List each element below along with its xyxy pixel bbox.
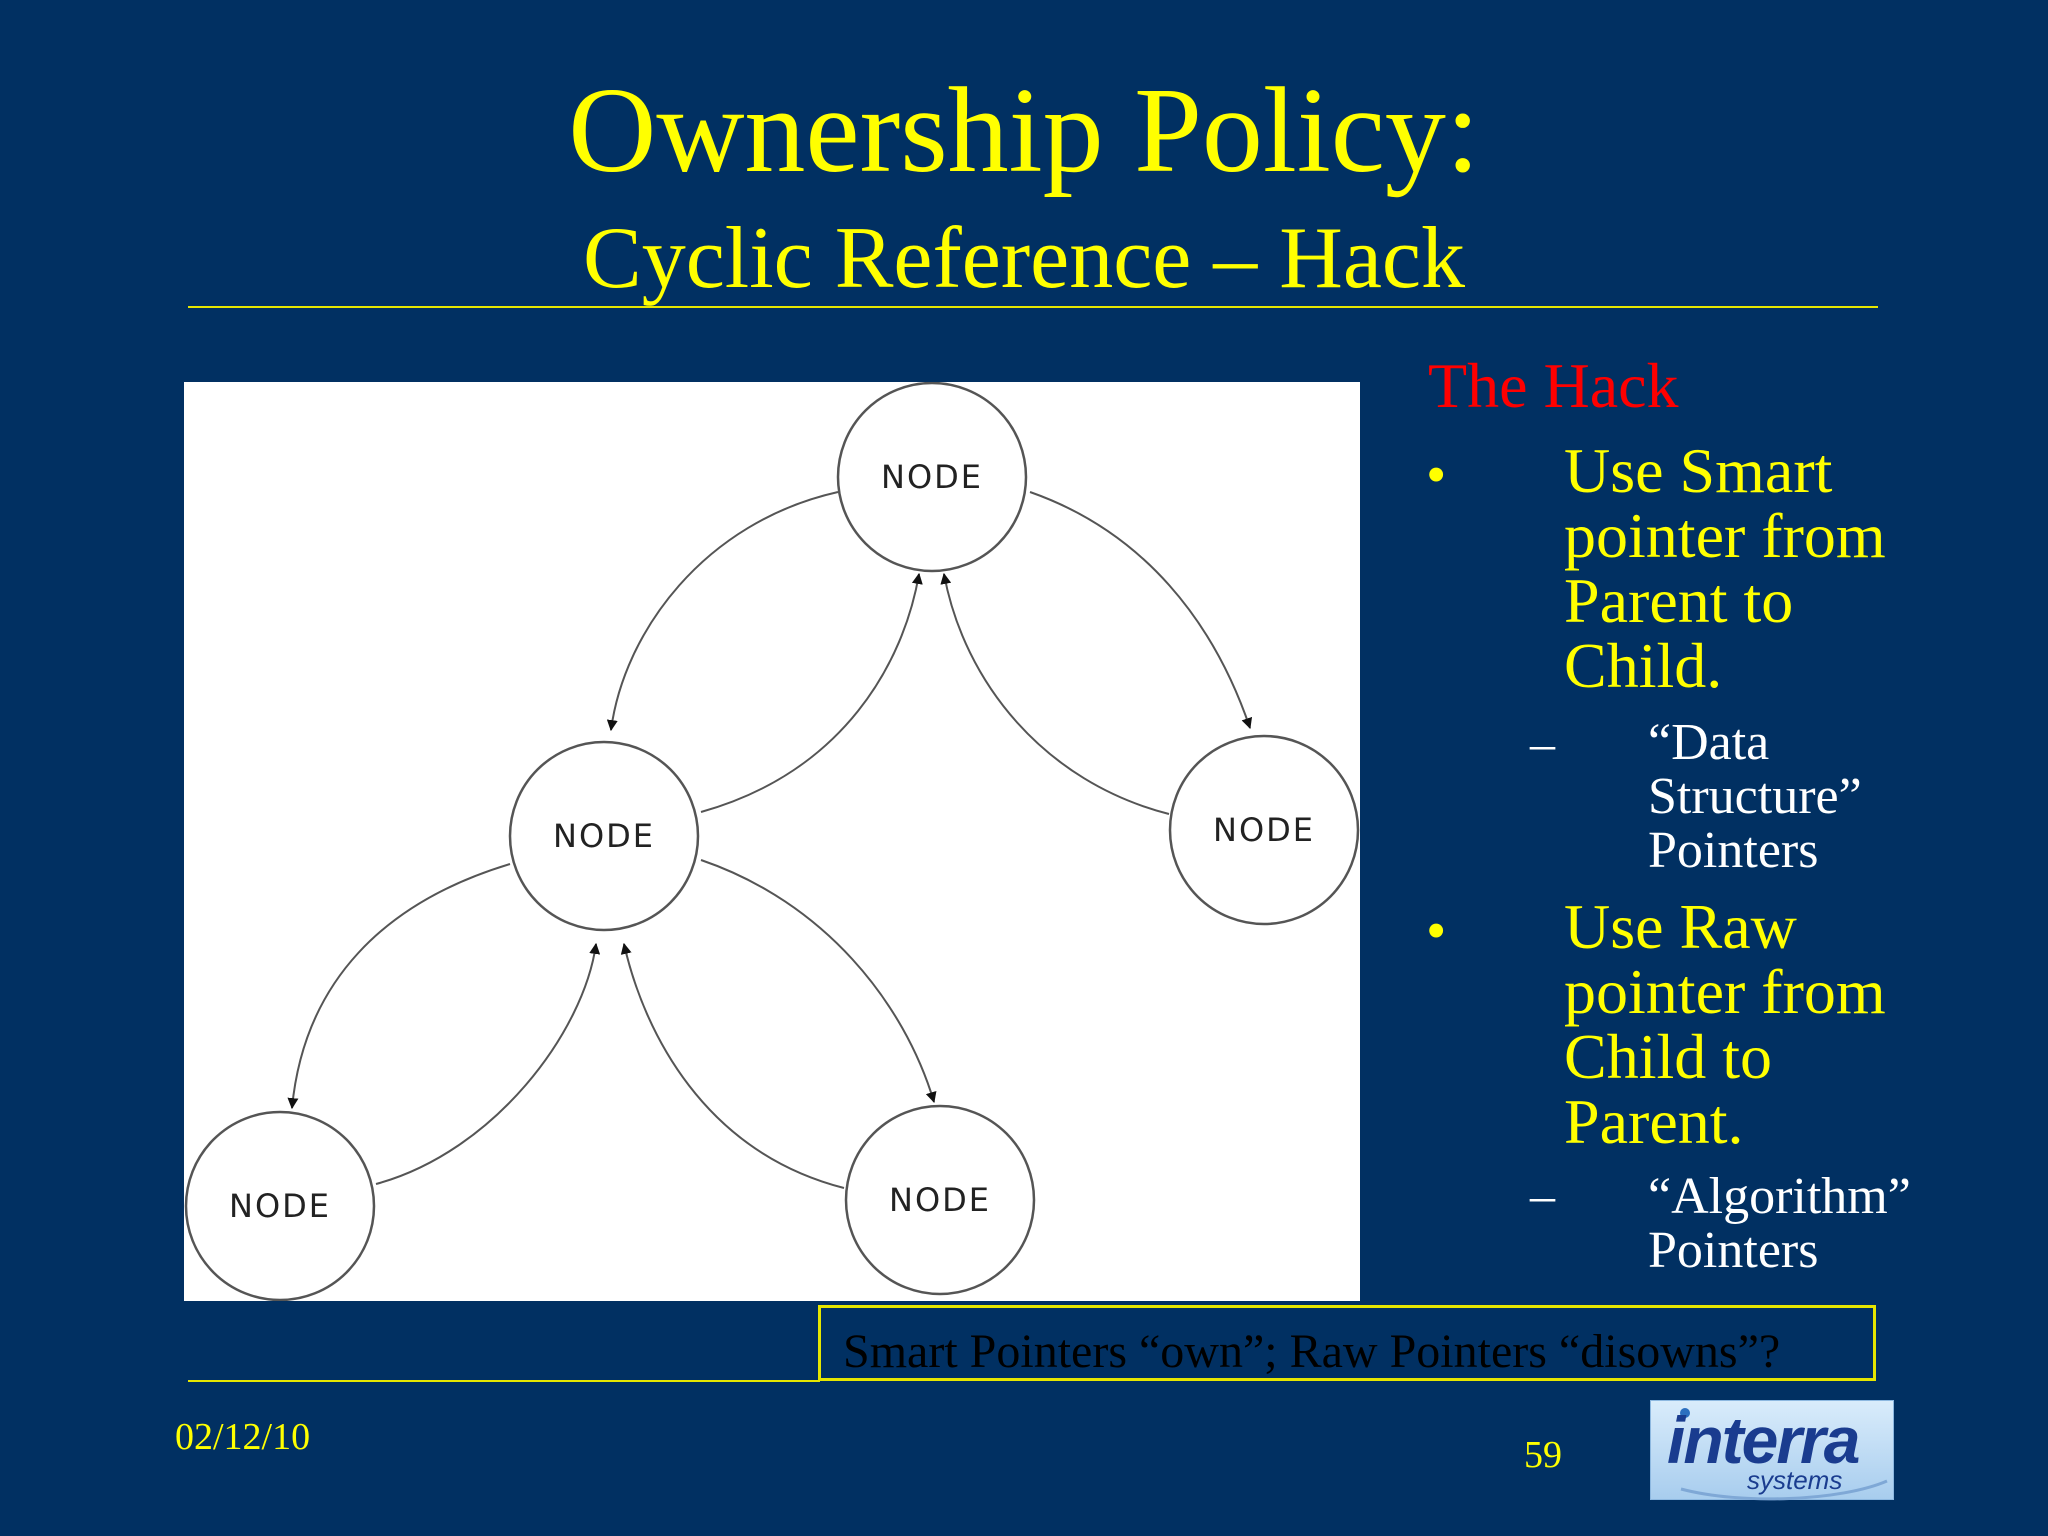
- edge-bottommid-to-midleft: [620, 942, 845, 1189]
- edge-root-to-right: [1029, 491, 1253, 730]
- node-right: NODE: [1168, 734, 1360, 926]
- bullet-marker: •: [1426, 442, 1447, 507]
- sub-bullet-line: Pointers: [1648, 822, 1819, 879]
- bullet-line: pointer from: [1564, 500, 1886, 571]
- logo-tagline: systems: [1747, 1465, 1843, 1495]
- node-graph: NODE NODE NODE NODE NODE: [184, 382, 1360, 1301]
- node-label: NODE: [1213, 811, 1315, 849]
- interra-logo: interra systems: [1650, 1400, 1894, 1501]
- sub-bullet-line: Structure”: [1648, 768, 1862, 825]
- sub-bullet-marker: –: [1530, 1167, 1555, 1223]
- node-bottom-left: NODE: [184, 1110, 376, 1301]
- node-label: NODE: [553, 817, 655, 855]
- sub-bullet-data-structure: “Data Structure” Pointers: [1648, 716, 2008, 878]
- bullet-line: Child to: [1564, 1021, 1773, 1092]
- logo-wordmark: interra: [1667, 1403, 1860, 1477]
- bullet-line: pointer from: [1564, 956, 1886, 1027]
- edge-midleft-to-root: [700, 572, 923, 813]
- node-bottom-mid: NODE: [844, 1104, 1036, 1296]
- bullet-line: Parent.: [1564, 1086, 1744, 1157]
- hack-heading: The Hack: [1428, 350, 1679, 421]
- ownership-callout: Smart Pointers “own”; Raw Pointers “diso…: [818, 1305, 1876, 1381]
- node-root: NODE: [836, 382, 1028, 573]
- bullet-line: Child.: [1564, 630, 1723, 701]
- bullet-line: Parent to: [1564, 565, 1794, 636]
- slide-title: Ownership Policy:: [568, 63, 1480, 198]
- bullet-smart-pointer: Use Smart pointer from Parent to Child.: [1564, 438, 1984, 698]
- slide-number: 59: [1524, 1434, 1562, 1476]
- bullet-line: Use Smart: [1564, 435, 1833, 506]
- node-label: NODE: [229, 1187, 331, 1225]
- node-mid-left: NODE: [508, 740, 700, 932]
- node-label: NODE: [881, 458, 983, 496]
- sub-bullet-marker: –: [1530, 715, 1555, 771]
- title-divider: [188, 306, 1878, 308]
- edge-right-to-root: [940, 572, 1170, 815]
- edge-midleft-to-bottommid: [700, 859, 937, 1104]
- footer-divider: [188, 1380, 820, 1382]
- logo-swoosh-icon: [1680, 1408, 1888, 1501]
- bullet-marker: •: [1426, 898, 1447, 963]
- node-label: NODE: [889, 1181, 991, 1219]
- sub-bullet-line: “Algorithm”: [1648, 1168, 1911, 1225]
- edge-midleft-to-bottomleft: [287, 863, 511, 1110]
- edge-root-to-midleft: [606, 491, 839, 732]
- sub-bullet-line: “Data: [1648, 714, 1770, 771]
- bullet-line: Use Raw: [1564, 891, 1797, 962]
- slide-date: 02/12/10: [175, 1416, 311, 1458]
- slide-subtitle: Cyclic Reference – Hack: [583, 210, 1465, 307]
- sub-bullet-line: Pointers: [1648, 1222, 1819, 1279]
- node-diagram: NODE NODE NODE NODE NODE: [184, 382, 1360, 1301]
- bullet-raw-pointer: Use Raw pointer from Child to Parent.: [1564, 894, 1984, 1154]
- edge-bottomleft-to-midleft: [375, 942, 601, 1185]
- sub-bullet-algorithm: “Algorithm” Pointers: [1648, 1170, 1988, 1278]
